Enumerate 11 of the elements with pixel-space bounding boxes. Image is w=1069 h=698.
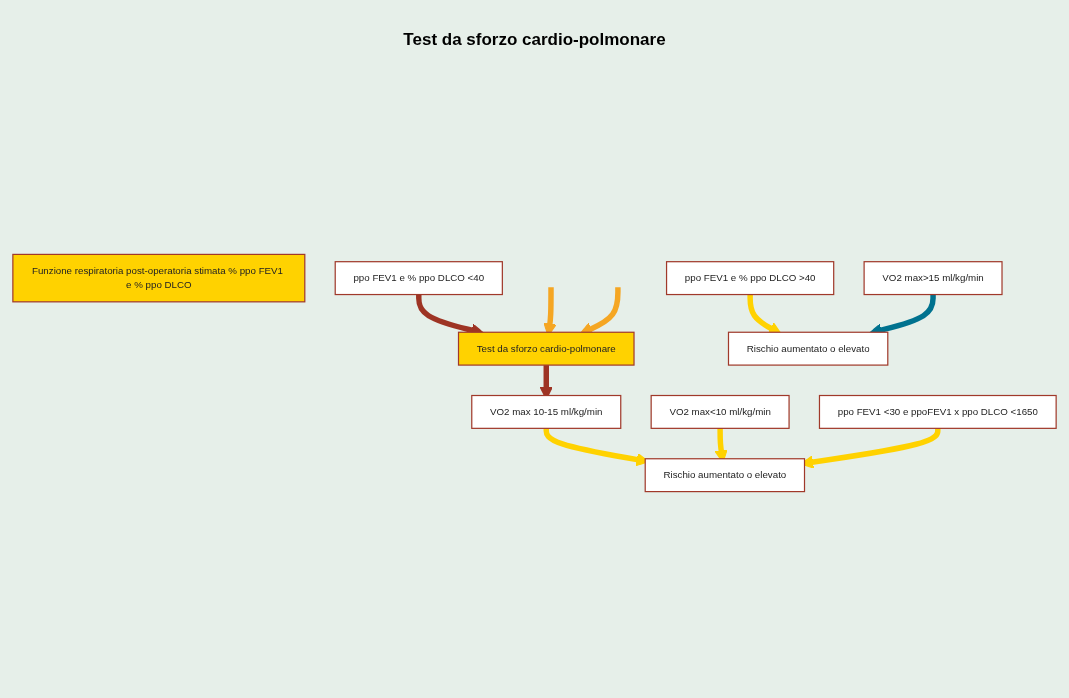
node-box: Test da sforzo cardio-polmonare	[457, 331, 635, 366]
node-box: ppo FEV1 e % ppo DLCO <40	[334, 261, 503, 296]
node-box: VO2 max<10 ml/kg/min	[650, 394, 790, 429]
node-box: VO2 max>15 ml/kg/min	[863, 261, 1003, 296]
node-box: Funzione respiratoria post-operatoria stimata % ppo FEV1 e % ppo DLCO	[12, 253, 306, 303]
node-box: ppo FEV1 <30 e ppoFEV1 x ppo DLCO <1650	[818, 394, 1057, 429]
node-box: ppo FEV1 e % ppo DLCO >40	[665, 261, 835, 296]
node-box: Rischio aumentato o elevato	[644, 458, 806, 493]
diagram-title: Test da sforzo cardio-polmonare	[403, 30, 666, 50]
node-box: Rischio aumentato o elevato	[727, 331, 889, 366]
node-box: VO2 max 10-15 ml/kg/min	[471, 394, 622, 429]
